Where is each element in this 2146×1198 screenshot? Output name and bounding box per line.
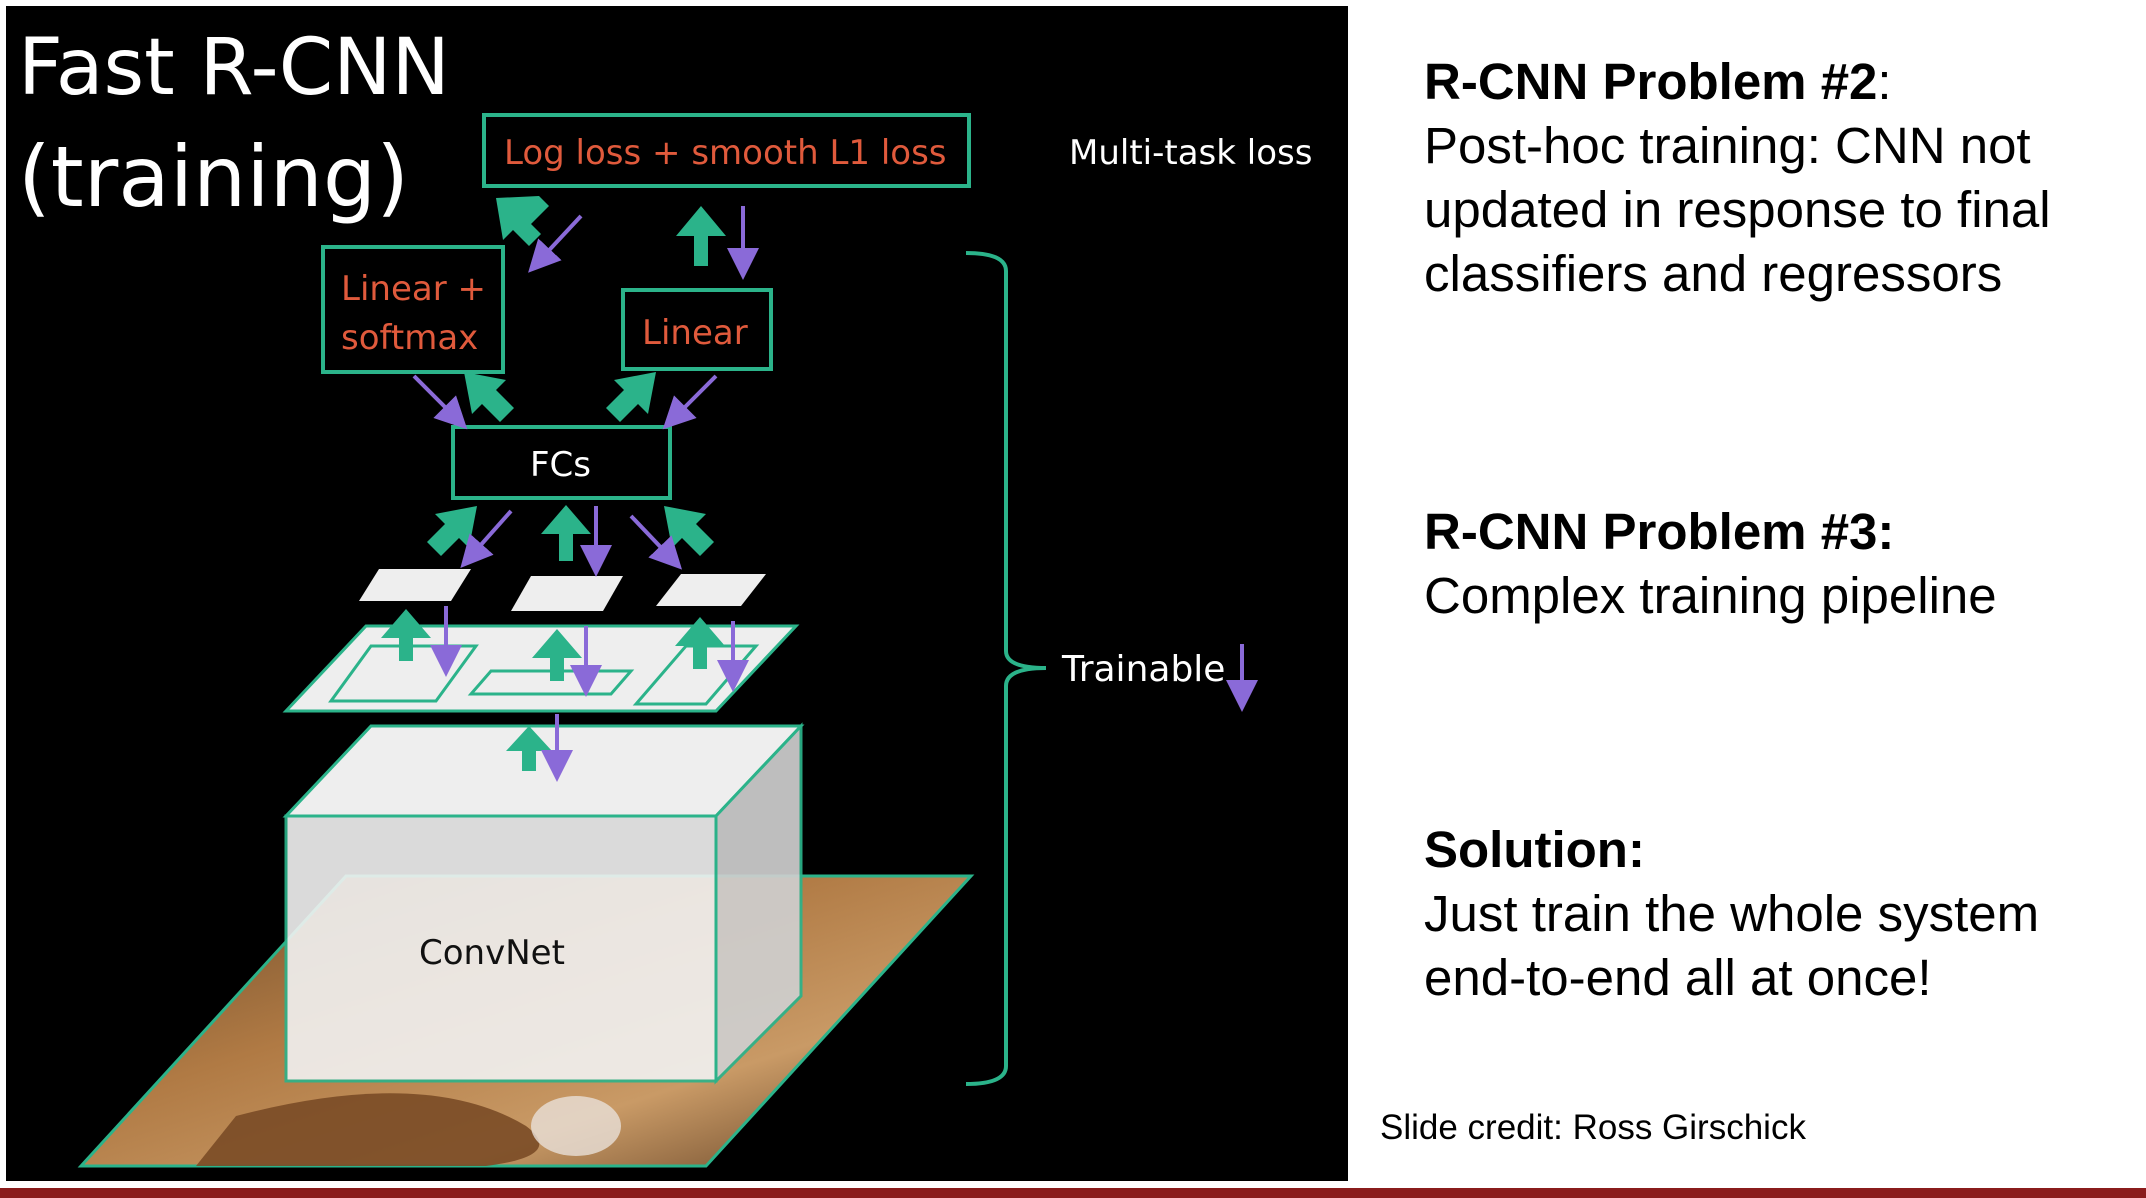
forward-arrow-roi-3 <box>675 617 725 669</box>
linear-softmax-line1: Linear + <box>341 269 486 309</box>
forward-arrow-convnet <box>506 726 552 771</box>
horse-face-highlight <box>531 1096 621 1156</box>
trainable-bracket <box>965 251 1047 1086</box>
forward-arrow-loss-right <box>676 206 726 266</box>
problem-2-line2: updated in response to final <box>1424 181 2051 238</box>
backprop-arrows <box>412 206 759 782</box>
backprop-arrow-softmax <box>412 374 468 430</box>
solution-line1: Just train the whole system <box>1424 885 2040 942</box>
forward-arrow-fc-right <box>664 506 714 556</box>
diagram-panel: Fast R-CNN (training) ConvNet FCs Linear… <box>6 6 1348 1181</box>
fcs-box <box>451 425 672 500</box>
forward-arrow-linear <box>606 372 656 422</box>
trainable-label: Trainable <box>1061 649 1225 690</box>
linear-softmax-box <box>321 245 505 374</box>
convnet-cube-front <box>284 814 718 1083</box>
backprop-arrow-fc-left <box>460 509 513 568</box>
forward-arrows <box>381 196 726 771</box>
forward-arrow-roi-2 <box>532 629 582 681</box>
problem-2-line1: Post-hoc training: CNN not <box>1424 117 2031 174</box>
linear-softmax-line2: softmax <box>341 318 478 358</box>
loss-box <box>482 113 971 188</box>
convnet-label: ConvNet <box>419 933 565 973</box>
solution-line2: end-to-end all at once! <box>1424 949 1932 1006</box>
roi-region-1 <box>328 644 479 703</box>
problem-3-line1: Complex training pipeline <box>1424 567 1997 624</box>
roi-region-2 <box>467 669 635 696</box>
problem-2-block: R-CNN Problem #2: Post-hoc training: CNN… <box>1424 50 2124 306</box>
backprop-arrow-fc-right <box>629 514 683 570</box>
fast-rcnn-diagram: Fast R-CNN (training) ConvNet FCs Linear… <box>18 23 1312 1168</box>
pooled-feature-2 <box>511 576 623 611</box>
multitask-loss-label: Multi-task loss <box>1069 133 1312 173</box>
problem-3-heading: R-CNN Problem #3: <box>1424 503 1895 560</box>
horse-image-region <box>196 1093 540 1166</box>
pooled-feature-3 <box>656 574 766 606</box>
convnet-cube-top <box>282 724 805 818</box>
problem-2-line3: classifiers and regressors <box>1424 245 2003 302</box>
problem-3-block: R-CNN Problem #3: Complex training pipel… <box>1424 500 2124 628</box>
linear-label: Linear <box>642 313 748 353</box>
forward-arrow-loss-left <box>496 196 549 246</box>
problem-2-colon: : <box>1877 53 1892 110</box>
slide-credit: Slide credit: Ross Girschick <box>1380 1108 1806 1147</box>
backprop-arrow-linear <box>662 374 718 430</box>
loss-label: Log loss + smooth L1 loss <box>504 133 947 173</box>
forward-arrow-softmax <box>464 372 514 422</box>
slide-title-line1: Fast R-CNN <box>18 23 450 113</box>
roi-region-3 <box>632 644 760 706</box>
fcs-label: FCs <box>530 445 591 485</box>
backprop-arrow-loss-left <box>528 214 583 273</box>
problem-2-heading: R-CNN Problem #2 <box>1424 53 1878 110</box>
pooled-feature-1 <box>359 569 471 601</box>
bottom-accent-bar <box>0 1188 2146 1198</box>
solution-block: Solution: Just train the whole system en… <box>1424 818 2124 1010</box>
linear-box <box>621 288 773 371</box>
forward-arrow-fc-left <box>427 506 477 556</box>
slide-title-line2: (training) <box>18 128 409 226</box>
feature-map-plane <box>282 624 800 713</box>
solution-heading: Solution: <box>1424 821 1645 878</box>
forward-arrow-fc-center <box>541 505 591 561</box>
forward-arrow-roi-1 <box>381 609 431 661</box>
